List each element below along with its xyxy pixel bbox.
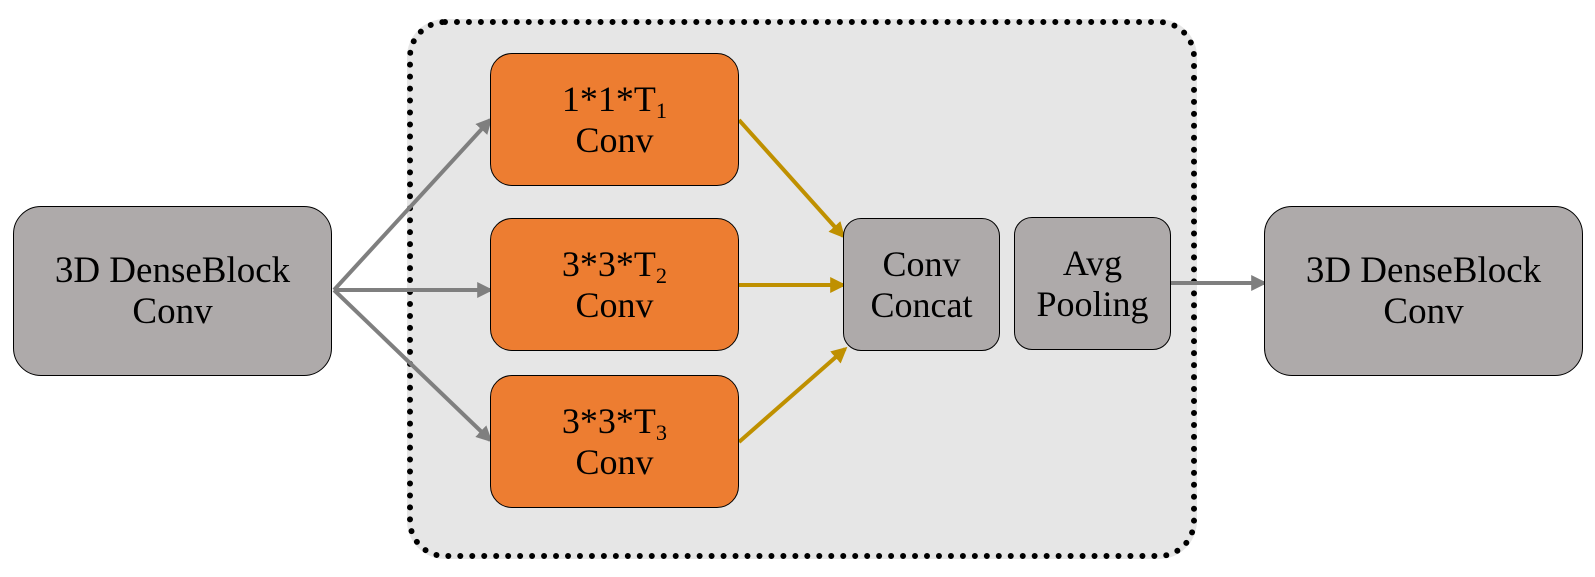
branch-3-box: 3*3*T3 Conv bbox=[490, 375, 739, 508]
output-denseblock-box: 3D DenseBlock Conv bbox=[1264, 206, 1583, 376]
branch-2-op: Conv bbox=[575, 284, 654, 325]
output-denseblock-op: Conv bbox=[1383, 291, 1464, 332]
branch-2-kernel: 3*3*T2 bbox=[561, 244, 667, 287]
branch-1-subscript: 1 bbox=[655, 98, 668, 124]
arrow-input-to-branch-1 bbox=[332, 117, 493, 292]
avg-pooling-line1: Avg bbox=[1062, 243, 1123, 284]
avg-pooling-line2: Pooling bbox=[1036, 283, 1149, 324]
branch-2-box: 3*3*T2 Conv bbox=[490, 218, 739, 351]
conv-concat-line1: Conv bbox=[882, 244, 961, 285]
output-denseblock-title: 3D DenseBlock bbox=[1305, 249, 1542, 291]
avg-pooling-box: Avg Pooling bbox=[1014, 217, 1171, 350]
input-denseblock-title: 3D DenseBlock bbox=[54, 249, 291, 291]
branch-3-kernel: 3*3*T3 bbox=[561, 401, 667, 444]
arrow-branch-1-to-concat bbox=[737, 118, 846, 239]
branch-3-op: Conv bbox=[575, 441, 654, 482]
branch-1-kernel-text: 1*1*T bbox=[561, 79, 656, 120]
arrow-input-to-branch-3 bbox=[332, 288, 493, 443]
branch-1-op: Conv bbox=[575, 119, 654, 160]
arrow-branch-3-to-concat bbox=[737, 346, 848, 444]
branch-2-subscript: 2 bbox=[655, 263, 668, 289]
branch-1-kernel: 1*1*T1 bbox=[561, 79, 667, 122]
branch-2-kernel-text: 3*3*T bbox=[561, 244, 656, 285]
input-denseblock-op: Conv bbox=[132, 291, 213, 332]
input-denseblock-box: 3D DenseBlock Conv bbox=[13, 206, 332, 376]
conv-concat-line2: Concat bbox=[870, 284, 973, 325]
branch-3-kernel-text: 3*3*T bbox=[561, 401, 656, 442]
branch-1-box: 1*1*T1 Conv bbox=[490, 53, 739, 186]
branch-3-subscript: 3 bbox=[655, 420, 668, 446]
conv-concat-box: Conv Concat bbox=[843, 218, 1000, 351]
